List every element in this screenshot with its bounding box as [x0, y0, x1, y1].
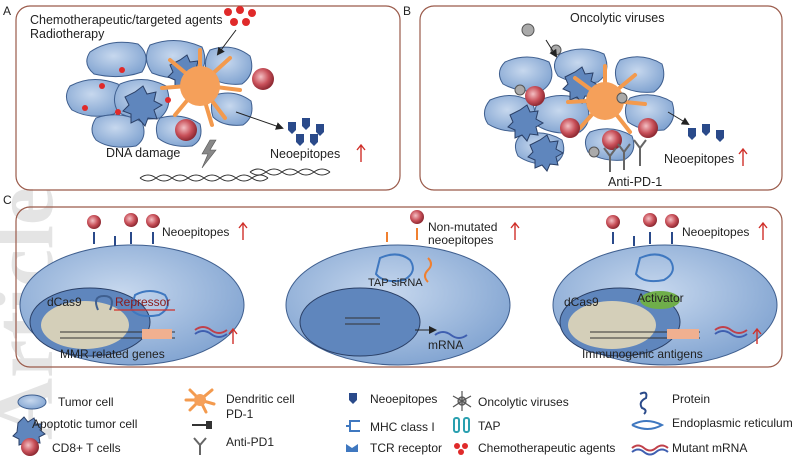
panel-c-middle-label-1: Non-mutated: [428, 220, 497, 234]
panel-c-right-antigens: Immunogenic antigens: [582, 347, 703, 361]
legend-apoptotic: Apoptotic tumor cell: [32, 417, 137, 431]
legend-anti-pd1-icon: [193, 437, 207, 455]
up-arrow-c-right-mrna: [752, 327, 762, 344]
legend-cd8: CD8+ T cells: [52, 441, 121, 455]
panel-b-letter: B: [403, 4, 411, 18]
dna-strands-icon: [139, 168, 331, 182]
tcell-a-1: [252, 68, 274, 90]
legend-pd1-icon: [192, 421, 212, 429]
lightning-icon: [201, 139, 217, 169]
legend-dendritic-icon: [184, 388, 216, 414]
legend-pd1: PD-1: [226, 407, 254, 421]
legend-apoptotic-icon: [12, 416, 46, 448]
legend-anti-pd1: Anti-PD1: [226, 435, 274, 449]
up-arrow-a: [356, 143, 366, 162]
legend-neoepitopes: Neoepitopes: [370, 392, 437, 406]
legend-tumor-cell-icon: [17, 394, 47, 410]
legend-tumor-cell: Tumor cell: [58, 395, 114, 409]
chemo-dots-a: [82, 6, 256, 115]
panel-c-middle-sirna: TAP siRNA: [368, 277, 423, 289]
legend-mhc: MHC class I: [370, 420, 435, 434]
legend-mrna-icon: [631, 444, 669, 456]
legend-chemo-icon: [454, 443, 468, 455]
panel-a-letter: A: [3, 4, 11, 18]
legend-mhc-icon: [346, 420, 360, 432]
antibody-icons-b: [603, 139, 647, 172]
legend-tap-icon: [453, 417, 470, 433]
panel-c-left-dcas9: dCas9: [47, 295, 82, 309]
panel-c-left-repressor: Repressor: [115, 295, 170, 309]
tcell-b-4: [638, 118, 658, 138]
panel-c-right-cell: [552, 244, 778, 366]
panel-c-right-activator: Activator: [637, 291, 684, 305]
up-arrow-c-right: [758, 221, 768, 240]
dendritic-cell-a: [160, 48, 242, 127]
legend-cd8-icon: [21, 438, 39, 456]
up-arrow-b: [738, 147, 748, 166]
up-arrow-c-middle: [510, 221, 520, 240]
panel-c-left-genes: MMR related genes: [60, 347, 165, 361]
panel-a-agents-label: Chemotherapeutic/targeted agents: [30, 13, 223, 27]
tumor-cell-cluster-b: [484, 48, 675, 172]
panel-a-neoepitopes-label: Neoepitopes: [270, 147, 340, 161]
panel-b: B Oncolytic viruses: [403, 4, 783, 191]
panel-c-right-dcas9: dCas9: [564, 295, 599, 309]
legend-oncolytic-icon: [452, 391, 472, 411]
tcell-b-1: [525, 86, 545, 106]
legend-protein: Protein: [672, 392, 710, 406]
panel-a-radiotherapy-label: Radiotherapy: [30, 27, 105, 41]
panel-c-letter: C: [3, 193, 12, 207]
panel-a: A Chemotherapeutic/targeted agents Radio…: [3, 4, 401, 191]
panel-c-middle-cell: [285, 244, 511, 366]
legend-mrna: Mutant mRNA: [672, 441, 747, 455]
tcell-a-2: [175, 119, 197, 141]
panel-c-left-cell: [19, 244, 245, 366]
legend-tap: TAP: [478, 419, 500, 433]
panel-b-anti-pd1-label: Anti-PD-1: [608, 175, 662, 189]
panel-c-middle-label-2: neoepitopes: [428, 233, 493, 247]
panel-b-oncolytic-label: Oncolytic viruses: [570, 11, 664, 25]
legend-oncolytic: Oncolytic viruses: [478, 395, 569, 409]
panel-c-right-neoepitopes: Neoepitopes: [682, 225, 749, 239]
legend-tcr-icon: [346, 444, 358, 452]
legend-dendritic: Dendritic cell: [226, 392, 295, 406]
up-arrow-c-left-mrna: [228, 327, 238, 344]
legend-neoepitopes-icon: [349, 393, 357, 404]
tcell-b-2: [560, 118, 580, 138]
panel-a-dna-damage-label: DNA damage: [106, 146, 180, 160]
legend-protein-icon: [639, 391, 648, 415]
panel-c-middle-mrna: mRNA: [428, 338, 463, 352]
up-arrow-c-left: [238, 221, 248, 240]
panel-c: C dCas9 Repressor MMR related genes Neoe…: [3, 193, 783, 368]
tcell-b-3: [602, 130, 622, 150]
legend-chemo: Chemotherapeutic agents: [478, 441, 615, 455]
legend-er-icon: [631, 420, 665, 430]
panel-b-neoepitopes-label: Neoepitopes: [664, 152, 734, 166]
legend: Tumor cell Apoptotic tumor cell CD8+ T c…: [12, 388, 793, 456]
neoepitope-shapes-b: [688, 124, 724, 142]
tumor-cell-cluster-a: [66, 40, 253, 148]
legend-tcr: TCR receptor: [370, 441, 442, 455]
panel-c-left-neoepitopes: Neoepitopes: [162, 225, 229, 239]
legend-er: Endoplasmic reticulum: [672, 416, 793, 430]
neoepitope-shapes-a: [288, 118, 324, 146]
